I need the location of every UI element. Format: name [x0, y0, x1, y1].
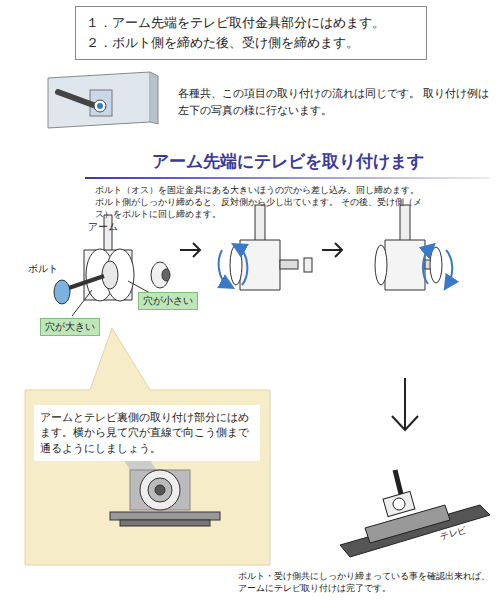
callout-panel	[25, 328, 270, 565]
title: アーム先端にテレビを取り付けます	[85, 150, 490, 172]
bolt-tightening	[219, 205, 312, 290]
node-text: ２．ボルト側を締めた後、受け側を締めます。	[86, 33, 416, 53]
node-text: 穴が小さい	[143, 294, 193, 308]
node-text: アームとテレビ裏側の取り付け部分にはめます。横から見て穴が直線で向こう側まで通る…	[40, 410, 254, 456]
hole-label-box: 穴が小さい	[138, 292, 198, 310]
monitor-icon	[48, 72, 158, 128]
note-text: 各種共、この項目の取り付けの流れは同じです。 取り付け例は左下の写真の様に行ない…	[178, 86, 493, 119]
completion-note: ボルト・受け側共にしっかり締まっている事を確認出来れば、アームにテレビ取り付けは…	[238, 570, 496, 594]
instruction-box: １．アーム先端をテレビ取付金具部分にはめます。２．ボルト側を締めた後、受け側を締…	[75, 6, 427, 60]
node-text: １．アーム先端をテレビ取付金具部分にはめます。	[86, 13, 416, 33]
tv-mounted	[340, 470, 490, 557]
hole-label-box: 穴が大きい	[40, 318, 100, 336]
step-arrow	[392, 378, 418, 430]
callout-text-box: アームとテレビ裏側の取り付け部分にはめます。横から見て穴が直線で向こう側まで通る…	[34, 405, 260, 461]
title-underline	[85, 177, 490, 179]
node-text: 穴が大きい	[45, 320, 95, 334]
instruction-note: ボルト（オス）を固定金具にある大きいほうの穴から差し込み、回し締めます。 ボルト…	[95, 184, 425, 220]
part-name: ボルト	[28, 262, 58, 275]
part-name: アーム	[88, 220, 118, 233]
nut-tightening	[375, 205, 452, 290]
